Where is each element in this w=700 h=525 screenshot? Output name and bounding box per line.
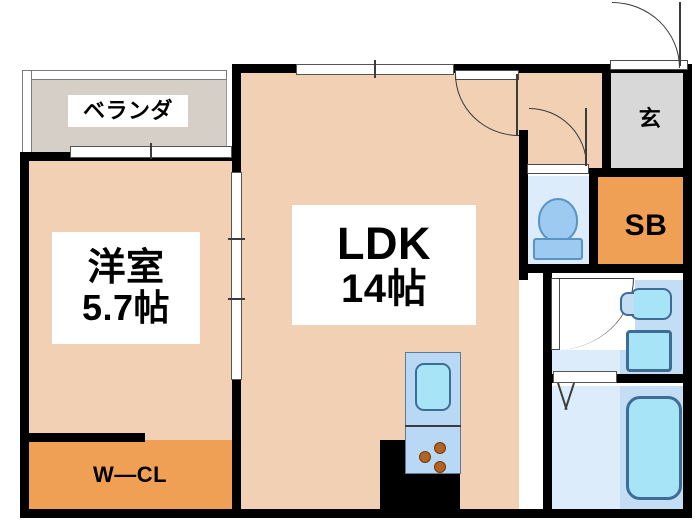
- entrance-door-swing-arc: [612, 2, 680, 68]
- ldk-size: 14帖: [341, 266, 427, 311]
- bathtub-icon: [626, 396, 682, 500]
- wash-basin-icon: [630, 288, 672, 320]
- room-label-shoe-box: SB: [624, 209, 668, 243]
- wall-ldk-hall: [519, 130, 528, 172]
- washing-machine-pan-icon: [626, 330, 672, 372]
- wall-toilet-left: [519, 168, 528, 280]
- wall-right-outer: [683, 64, 692, 518]
- kitchen-sink-icon: [415, 363, 451, 411]
- room-shoe-box: [598, 176, 692, 272]
- balcony-outer-rail: [22, 70, 227, 80]
- wall-toilet-bottom: [519, 264, 598, 273]
- kitchen-counter-divider: [405, 425, 461, 427]
- wash-basin-neck: [620, 292, 634, 316]
- window-balcony-mullion: [150, 143, 152, 159]
- room-label-balcony: ベランダ: [68, 95, 188, 127]
- wall-bottom-outer: [20, 509, 692, 518]
- room-label-genkan: 玄: [638, 106, 662, 132]
- entrance-door-hinge-line: [679, 2, 681, 66]
- room-walk-in-closet: [28, 440, 232, 510]
- wall-washroom-left: [543, 272, 552, 518]
- wall-sb-bottom: [589, 264, 692, 273]
- western-room-name: 洋室: [87, 247, 165, 290]
- stove-burner-bottom-icon: [434, 461, 446, 473]
- wall-genkan-left: [602, 64, 611, 172]
- sliding-door-mark-2: [228, 298, 245, 300]
- wall-toilet-right: [589, 168, 598, 272]
- toilet-bowl-icon: [538, 198, 578, 242]
- ldk-name: LDK: [337, 218, 431, 270]
- room-label-walk-in-closet: W—CL: [92, 462, 168, 488]
- wall-closet-top: [20, 433, 145, 442]
- western-room-size: 5.7帖: [81, 287, 171, 329]
- balcony-left-rail: [22, 70, 32, 158]
- toilet-tank-icon: [533, 238, 583, 260]
- stove-burner-top-icon: [434, 442, 446, 454]
- room-genkan: [610, 72, 692, 174]
- sliding-door-mark-1: [228, 238, 245, 240]
- wall-washroom-bath: [543, 374, 692, 383]
- room-label-western: 洋室 5.7帖: [52, 232, 200, 344]
- kitchen-counter-bottom-block: [404, 474, 460, 510]
- window-ldk-mullion: [374, 60, 376, 78]
- sliding-door-western-ldk[interactable]: [231, 172, 242, 380]
- room-label-ldk: LDK 14帖: [292, 205, 476, 325]
- door-ldk-hall-hinge: [516, 74, 518, 136]
- wall-top-outer: [232, 64, 692, 73]
- door-bath-folding[interactable]: [553, 371, 617, 383]
- door-toilet-hinge: [585, 108, 587, 166]
- stove-burner-left-icon: [419, 451, 431, 463]
- wall-genkan-sb: [598, 168, 692, 177]
- wall-left-outer: [20, 152, 29, 518]
